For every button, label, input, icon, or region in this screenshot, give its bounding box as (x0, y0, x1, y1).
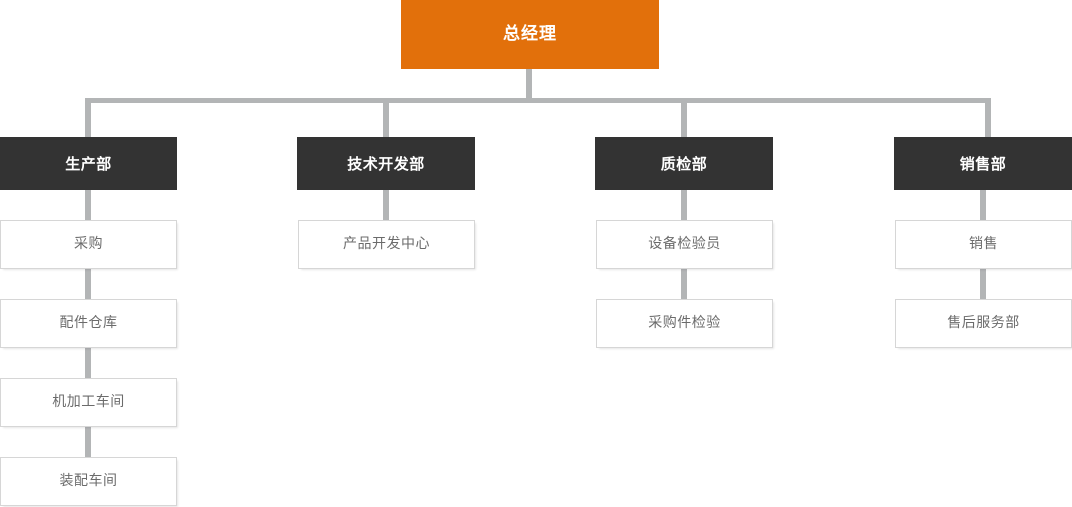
node-sub-after-sales-service[interactable]: 售后服务部 (895, 299, 1072, 348)
node-sub-purchased-parts-inspection[interactable]: 采购件检验 (596, 299, 773, 348)
node-label: 销售部 (959, 154, 1007, 173)
node-sub-parts-warehouse[interactable]: 配件仓库 (0, 299, 177, 348)
connector-bus-to-dept-1 (85, 98, 91, 138)
node-department-tech-development[interactable]: 技术开发部 (297, 137, 475, 190)
node-sub-procurement[interactable]: 采购 (0, 220, 177, 269)
connector-dept1-to-sub1 (85, 189, 91, 221)
node-label: 装配车间 (59, 473, 118, 490)
connector-bus-to-dept-4 (985, 98, 991, 138)
connector-bus-to-dept-3 (681, 98, 687, 138)
connector-sub3-to-sub4 (85, 426, 91, 458)
node-sub-sales[interactable]: 销售 (895, 220, 1072, 269)
connector-sub2-to-sub3 (85, 347, 91, 379)
node-label: 机加工车间 (52, 394, 125, 411)
node-label: 设备检验员 (648, 236, 721, 253)
node-sub-equipment-inspector[interactable]: 设备检验员 (596, 220, 773, 269)
node-sub-product-development-center[interactable]: 产品开发中心 (298, 220, 475, 269)
node-label: 产品开发中心 (343, 236, 430, 253)
connector-dept4-to-sub1 (980, 189, 986, 221)
node-label: 生产部 (65, 154, 112, 173)
connector-root-stem (526, 69, 532, 102)
node-label: 总经理 (503, 24, 557, 45)
node-sub-assembly-workshop[interactable]: 装配车间 (0, 457, 177, 506)
node-label: 售后服务部 (947, 315, 1020, 332)
node-label: 配件仓库 (59, 315, 118, 332)
connector-sub1-to-sub2 (85, 268, 91, 300)
connector-sub1-to-sub2-q (681, 268, 687, 300)
node-label: 销售 (969, 236, 998, 253)
node-department-production[interactable]: 生产部 (0, 137, 177, 190)
connector-dept2-to-sub1 (383, 189, 389, 221)
node-label: 质检部 (660, 154, 708, 173)
node-department-sales[interactable]: 销售部 (894, 137, 1072, 190)
node-label: 采购件检验 (648, 315, 721, 332)
node-root-general-manager[interactable]: 总经理 (401, 0, 659, 69)
connector-horizontal-bus (85, 98, 991, 103)
connector-dept3-to-sub1 (681, 189, 687, 221)
node-sub-machining-workshop[interactable]: 机加工车间 (0, 378, 177, 427)
connector-bus-to-dept-2 (383, 98, 389, 138)
node-label: 技术开发部 (347, 154, 425, 173)
connector-sub1-to-sub2-s (980, 268, 986, 300)
node-department-quality-inspection[interactable]: 质检部 (595, 137, 773, 190)
node-label: 采购 (74, 236, 103, 253)
